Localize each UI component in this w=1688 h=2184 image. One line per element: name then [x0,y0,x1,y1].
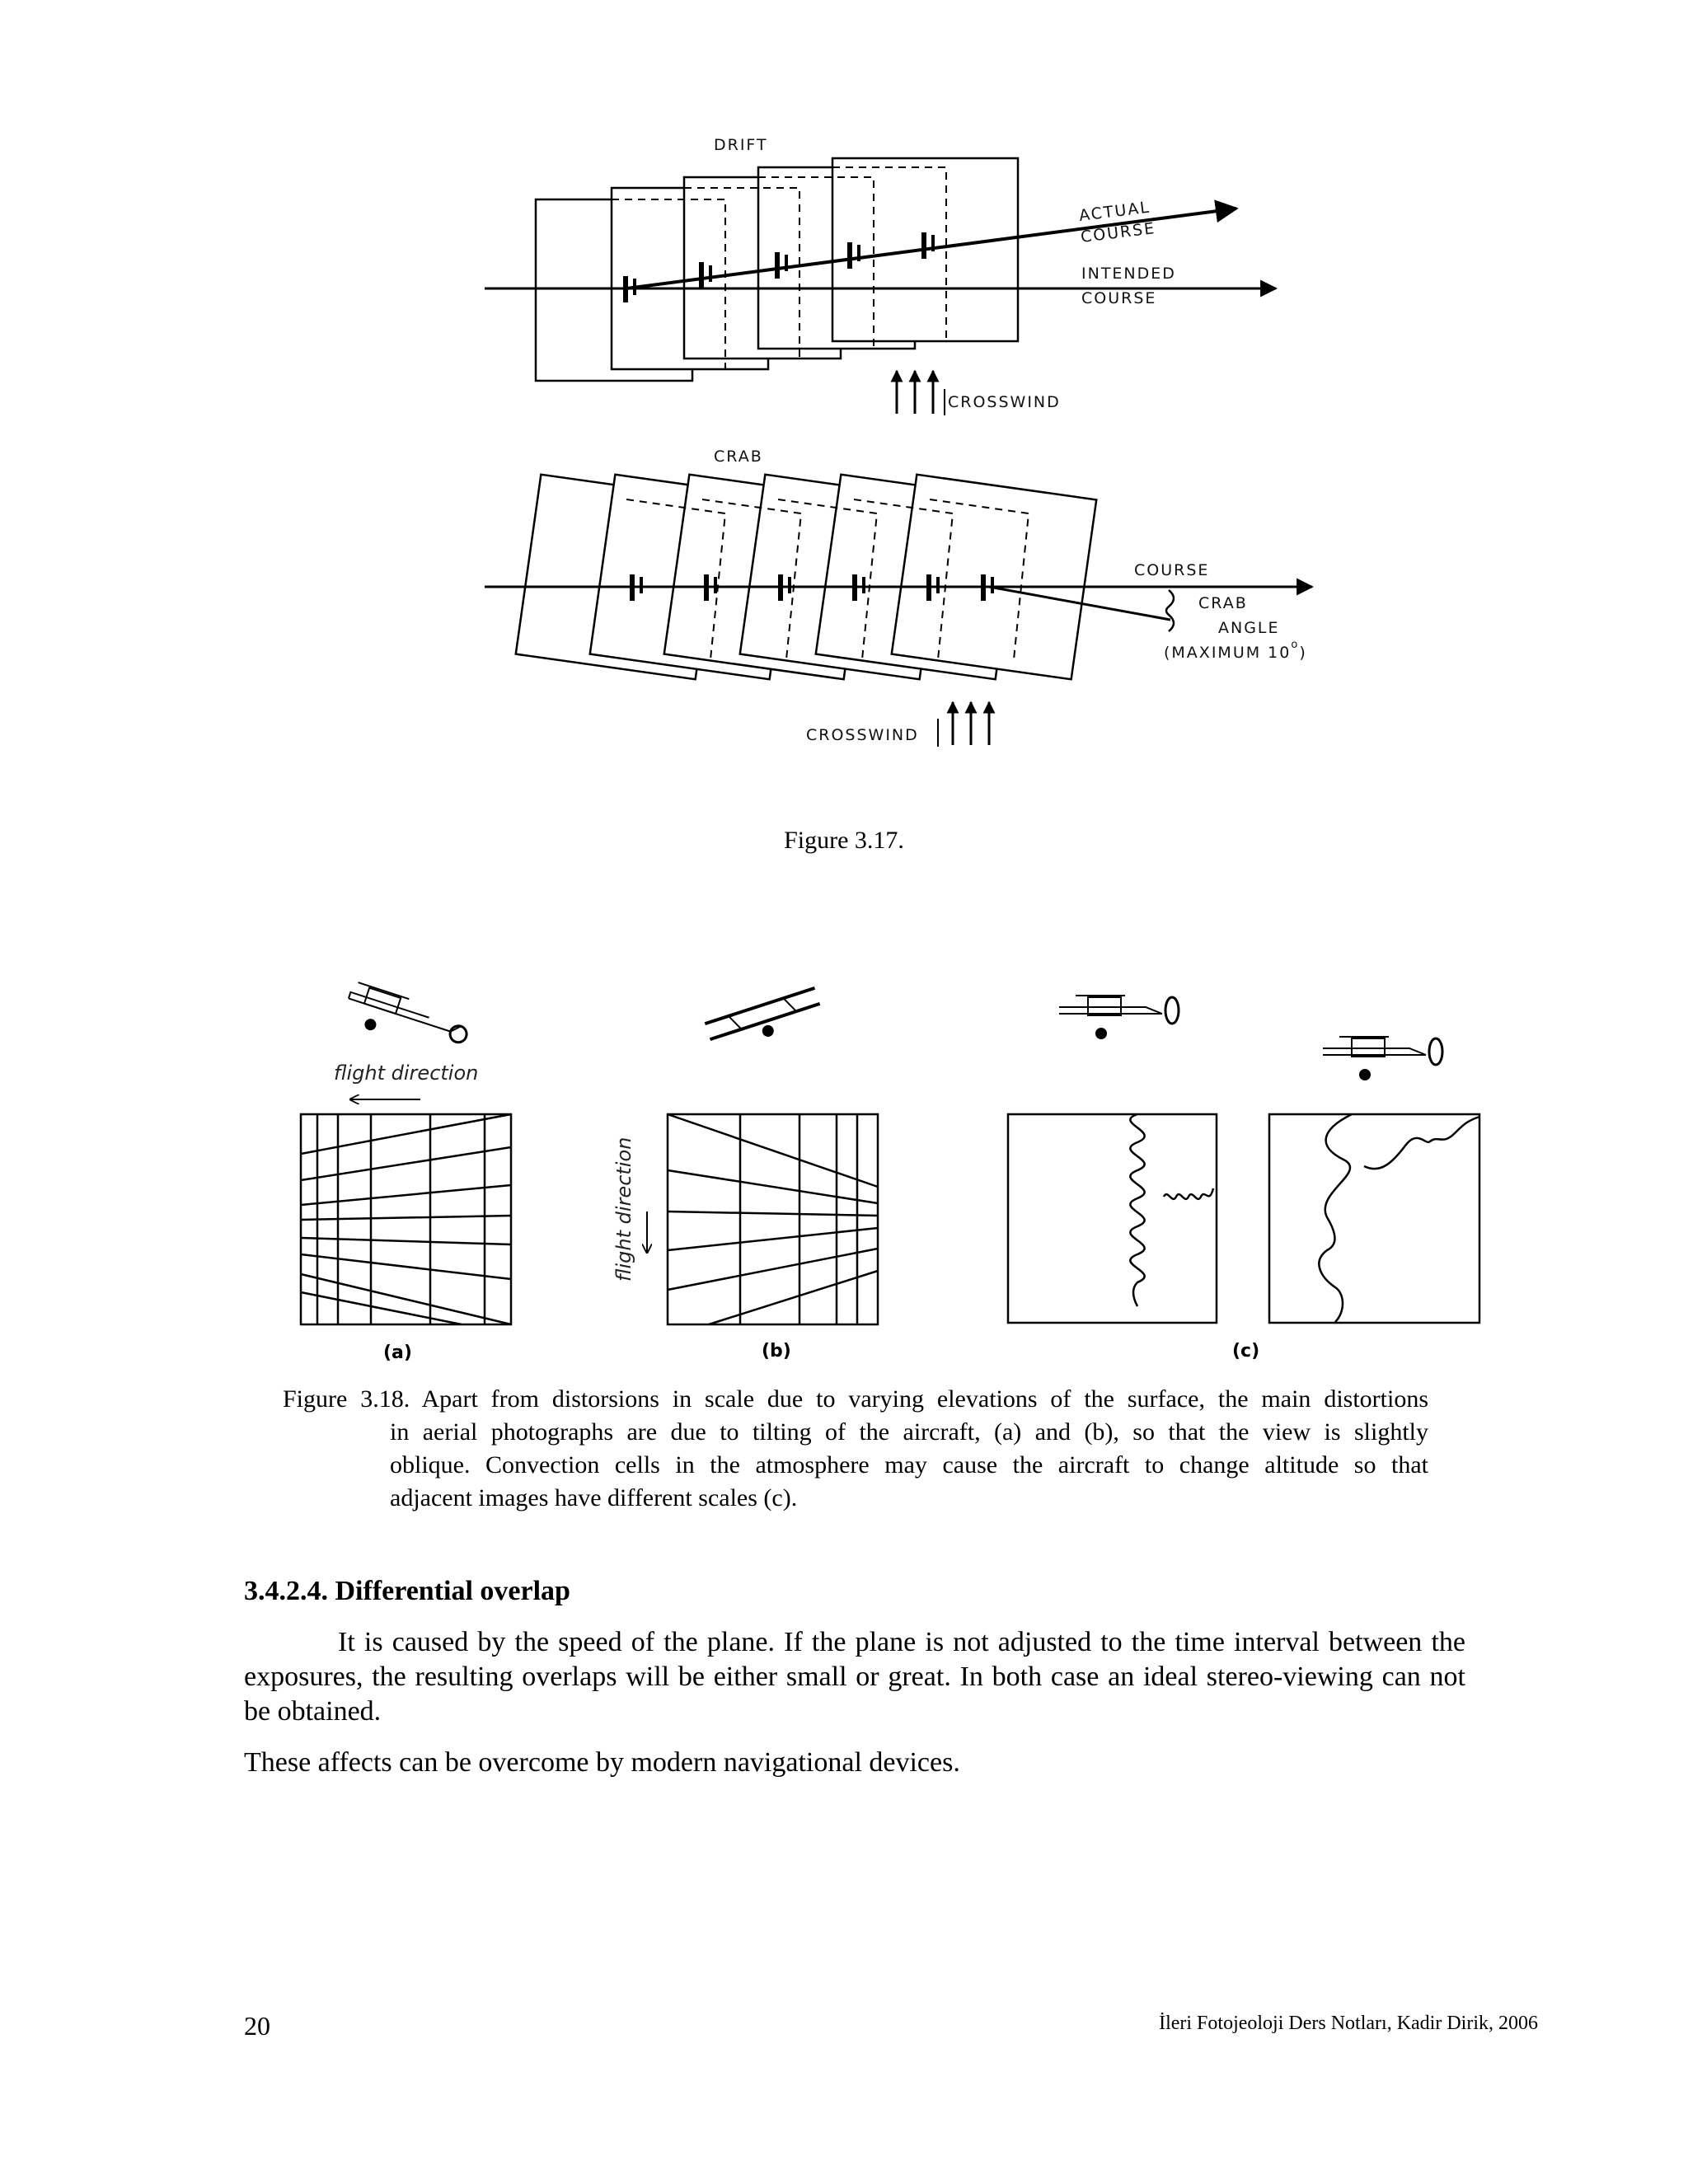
drift-dashed-frames [612,166,947,369]
drift-title: DRIFT [714,136,768,154]
airplane-b-icon [704,986,821,1042]
crab-crosswind-arrows [937,701,996,747]
figure-3-18-caption-line-2: in aerial photographs are due to tilting… [390,1418,1428,1446]
section-paragraph-1: It is caused by the speed of the plane. … [244,1627,1465,1727]
figure-3-18-caption-line-4: adjacent images have different scales (c… [390,1484,798,1511]
crab-angle-label-2: ANGLE [1218,619,1280,637]
figure-3-17-diagram: DRIFT ACTUAL COURSE INTENDED COURSE CROS… [485,136,1315,747]
section-heading: 3.4.2.4. Differential overlap [244,1576,570,1606]
label-c: (c) [1232,1341,1259,1361]
crab-crosswind-label: CROSSWIND [806,726,919,744]
label-b: (b) [762,1341,791,1361]
flight-direction-a-label: flight direction [334,1062,478,1085]
airplane-c2-icon [1323,1036,1444,1080]
crab-title: CRAB [714,448,763,466]
section-paragraph-2: These affects can be overcome by modern … [244,1747,960,1778]
figure-3-18-caption: Figure 3.18. Apart from distorsions in s… [283,1383,1428,1515]
crab-frames [514,473,1098,681]
crab-angle-brace [1165,589,1175,632]
grid-a [299,1113,513,1326]
crab-heading-line [988,585,1171,621]
figure-3-18-caption-line-1: Figure 3.18. Apart from distorsions in s… [283,1385,1428,1413]
crab-angle-label-3: (MAXIMUM 10o) [1164,639,1307,662]
label-a: (a) [383,1343,412,1363]
crab-plane-icons [630,574,994,601]
intended-course-label: INTENDED [1081,265,1176,283]
intended-course-label-2: COURSE [1081,289,1156,307]
figure-3-18-diagram: flight direction [299,982,1481,1363]
flight-direction-b-label: flight direction [612,1137,635,1282]
airplane-a-icon [347,982,468,1044]
drift-crosswind-label: CROSSWIND [948,393,1061,411]
grid-b [666,1113,879,1326]
page-number: 20 [244,2011,270,2041]
figure-3-18-caption-line-3: oblique. Convection cells in the atmosph… [390,1451,1428,1479]
crab-angle-label: CRAB [1198,594,1248,612]
figure-3-17-caption: Figure 3.17. [784,827,904,854]
crab-dashed-frames [626,499,1030,660]
drift-crosswind-arrows [890,369,945,415]
airplane-c1-icon [1059,995,1180,1039]
footer-credit: İleri Fotojeoloji Ders Notları, Kadir Di… [1159,2013,1538,2034]
drift-plane-icons [623,232,935,302]
grid-c [1006,1113,1481,1324]
crab-course-label: COURSE [1134,561,1209,579]
